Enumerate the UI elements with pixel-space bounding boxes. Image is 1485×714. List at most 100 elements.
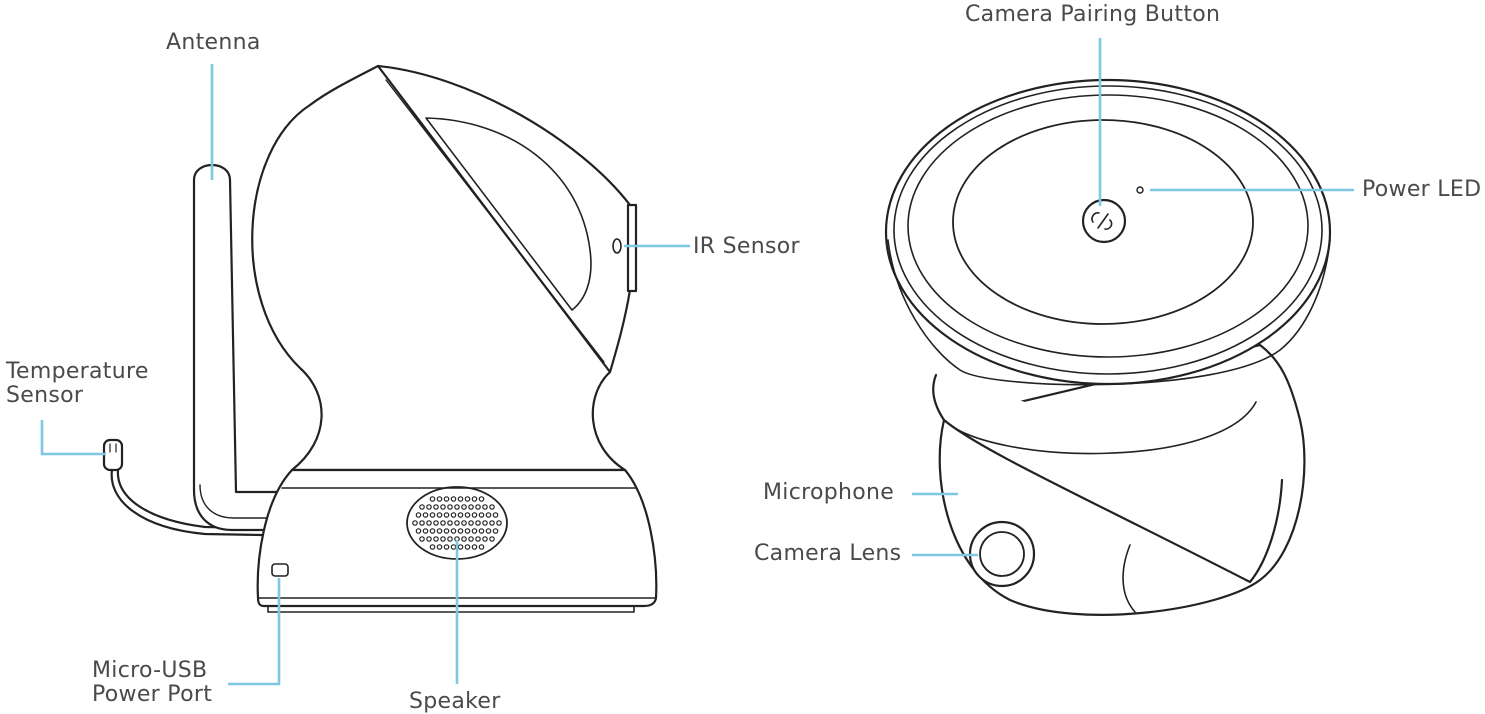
speaker-hole <box>450 512 457 518</box>
speaker-hole <box>447 520 453 526</box>
speaker-hole <box>471 528 478 534</box>
label-antenna: Antenna <box>166 30 261 55</box>
perspective-view-camera <box>884 78 1332 616</box>
speaker-hole <box>443 528 450 534</box>
speaker-hole <box>450 544 457 550</box>
speaker-hole <box>492 512 499 518</box>
speaker-hole <box>464 496 471 502</box>
speaker-hole <box>436 512 443 518</box>
temperature-sensor-cable <box>110 468 264 537</box>
speaker-hole <box>429 496 436 502</box>
label-micro-usb-line1: Micro-USB <box>92 658 208 683</box>
speaker-hole <box>426 520 432 526</box>
speaker-hole <box>464 544 471 550</box>
micro-usb-port <box>271 563 289 577</box>
temperature-sensor-probe <box>102 438 124 472</box>
speaker-hole <box>454 520 460 526</box>
side-view-camera <box>102 64 658 613</box>
speaker-hole <box>447 536 453 542</box>
label-camera-pairing-button: Camera Pairing Button <box>965 2 1221 27</box>
label-speaker: Speaker <box>409 689 501 714</box>
speaker-hole <box>447 504 453 510</box>
speaker-hole <box>412 520 418 526</box>
speaker-hole <box>436 528 443 534</box>
speaker-hole <box>475 520 481 526</box>
speaker-hole <box>415 528 422 534</box>
label-micro-usb-power-port: Micro-USB Power Port <box>92 659 212 707</box>
antenna <box>192 164 282 532</box>
camera-pairing-button <box>1081 198 1127 244</box>
top-face <box>952 119 1254 325</box>
label-power-led: Power LED <box>1362 177 1482 202</box>
camera-head <box>251 64 627 472</box>
speaker-hole <box>468 536 474 542</box>
speaker-hole <box>468 520 474 526</box>
speaker-hole <box>436 544 443 550</box>
speaker-hole <box>485 512 492 518</box>
speaker-hole <box>415 512 422 518</box>
speaker-hole <box>457 528 464 534</box>
speaker-hole <box>440 520 446 526</box>
speaker-hole <box>471 496 478 502</box>
speaker-hole <box>422 528 429 534</box>
speaker-hole <box>426 504 432 510</box>
speaker-hole <box>471 512 478 518</box>
speaker-hole <box>464 528 471 534</box>
speaker-hole <box>419 520 425 526</box>
speaker-hole <box>433 520 439 526</box>
camera-lens-inner <box>979 531 1025 577</box>
label-temperature-sensor: Temperature Sensor <box>6 360 149 408</box>
label-microphone: Microphone <box>763 480 895 505</box>
speaker-hole <box>426 536 432 542</box>
speaker-hole <box>433 504 439 510</box>
speaker-hole <box>440 504 446 510</box>
speaker-hole <box>482 504 488 510</box>
speaker-hole <box>443 512 450 518</box>
speaker-hole <box>440 536 446 542</box>
power-led <box>1136 186 1144 194</box>
speaker-hole <box>471 544 478 550</box>
speaker-hole <box>478 512 485 518</box>
speaker-hole <box>464 512 471 518</box>
speaker-hole <box>443 544 450 550</box>
leader-micro-usb <box>228 578 281 686</box>
pairing-icon <box>1091 212 1113 230</box>
label-temperature-sensor-line2: Sensor <box>6 383 84 408</box>
speaker-hole <box>489 520 495 526</box>
label-ir-sensor: IR Sensor <box>693 234 800 259</box>
speaker-hole <box>468 504 474 510</box>
speaker-hole <box>450 528 457 534</box>
speaker-hole <box>461 536 467 542</box>
speaker-hole <box>461 504 467 510</box>
speaker-hole <box>496 520 502 526</box>
speaker-hole <box>457 496 464 502</box>
leader-lines <box>40 38 1354 686</box>
speaker-hole <box>478 496 485 502</box>
speaker-hole <box>489 536 495 542</box>
speaker-hole <box>482 520 488 526</box>
speaker-hole <box>485 528 492 534</box>
speaker-hole <box>429 528 436 534</box>
ir-sensor-dot <box>612 238 622 254</box>
speaker-hole <box>443 496 450 502</box>
speaker-hole <box>436 496 443 502</box>
speaker-hole <box>419 504 425 510</box>
speaker-hole <box>475 536 481 542</box>
speaker-hole <box>478 544 485 550</box>
speaker-hole <box>482 536 488 542</box>
speaker-hole <box>478 528 485 534</box>
speaker-hole <box>429 544 436 550</box>
label-micro-usb-line2: Power Port <box>92 682 213 707</box>
speaker-hole <box>492 528 499 534</box>
speaker-hole <box>489 504 495 510</box>
speaker-hole <box>429 512 436 518</box>
speaker-hole <box>450 496 457 502</box>
speaker-hole <box>433 536 439 542</box>
speaker-hole <box>475 504 481 510</box>
speaker-holes <box>412 496 502 550</box>
speaker-hole <box>454 504 460 510</box>
label-camera-lens: Camera Lens <box>754 541 902 566</box>
speaker-hole <box>422 512 429 518</box>
speaker-hole <box>419 536 425 542</box>
